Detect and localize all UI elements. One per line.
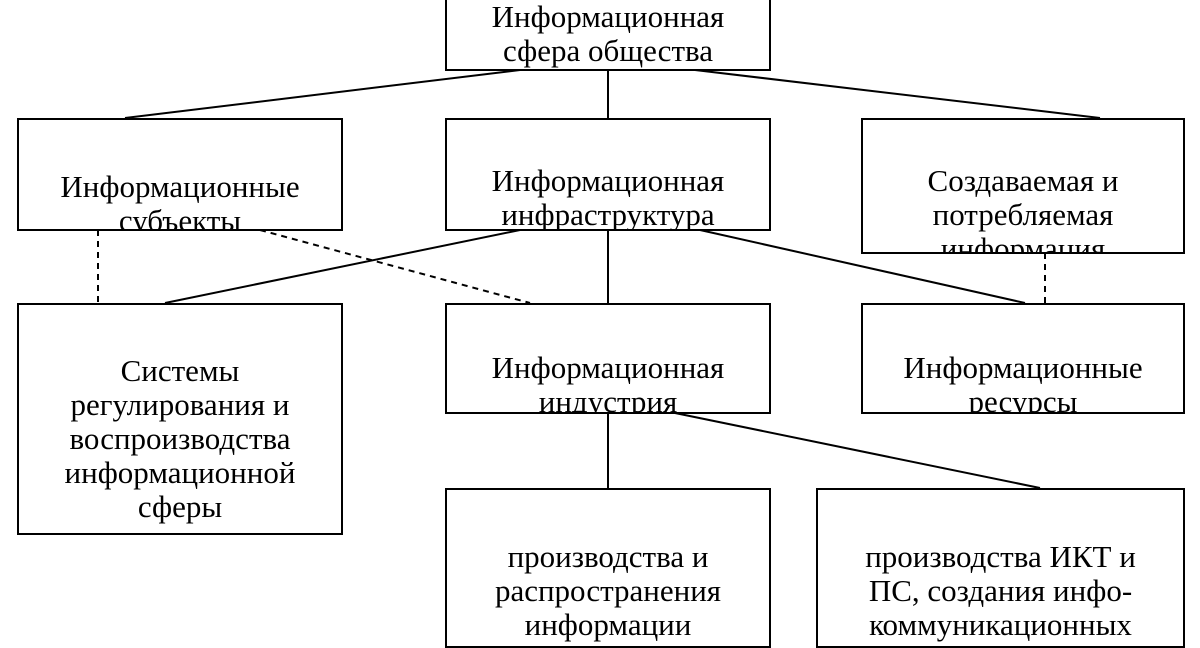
node-regulation-systems: Системы регулирования и воспроизводства … [17,303,343,535]
connector-root-subjects [124,69,521,119]
node-information-subjects-label: Информационные субъекты [60,169,300,231]
diagram-connectors [97,69,1101,489]
node-information-industry-label: Информационная индустрия [491,350,725,414]
node-information-sphere-label: Информационная сфера общества [491,0,725,68]
node-information-sphere: Информационная сфера общества [445,0,771,71]
node-information-infrastructure: Информационная инфраструктура [445,118,771,231]
node-production-distribution: производства и распространения информаци… [445,488,771,648]
node-information-industry: Информационная индустрия [445,303,771,414]
node-created-consumed-information: Создаваемая и потребляемая информация [861,118,1185,254]
connector-industry-ict [674,412,1041,489]
connector-infrastructure-regulation [164,229,521,304]
node-production-distribution-label: производства и распространения информаци… [494,539,722,642]
dashed-connector-subjects-industry [259,229,531,304]
node-information-resources: Информационные ресурсы [861,303,1185,414]
node-information-infrastructure-label: Информационная инфраструктура [491,163,725,231]
connector-infrastructure-resources [699,229,1026,304]
node-created-consumed-information-label: Создаваемая и потребляемая информация [927,163,1119,254]
node-information-subjects: Информационные субъекты [17,118,343,231]
connector-root-information [694,69,1101,119]
node-ict-production: производства ИКТ и ПС, создания инфо- ко… [816,488,1185,648]
node-ict-production-label: производства ИКТ и ПС, создания инфо- ко… [865,539,1136,647]
node-regulation-systems-label: Системы регулирования и воспроизводства … [64,353,296,524]
node-information-resources-label: Информационные ресурсы [903,350,1143,414]
